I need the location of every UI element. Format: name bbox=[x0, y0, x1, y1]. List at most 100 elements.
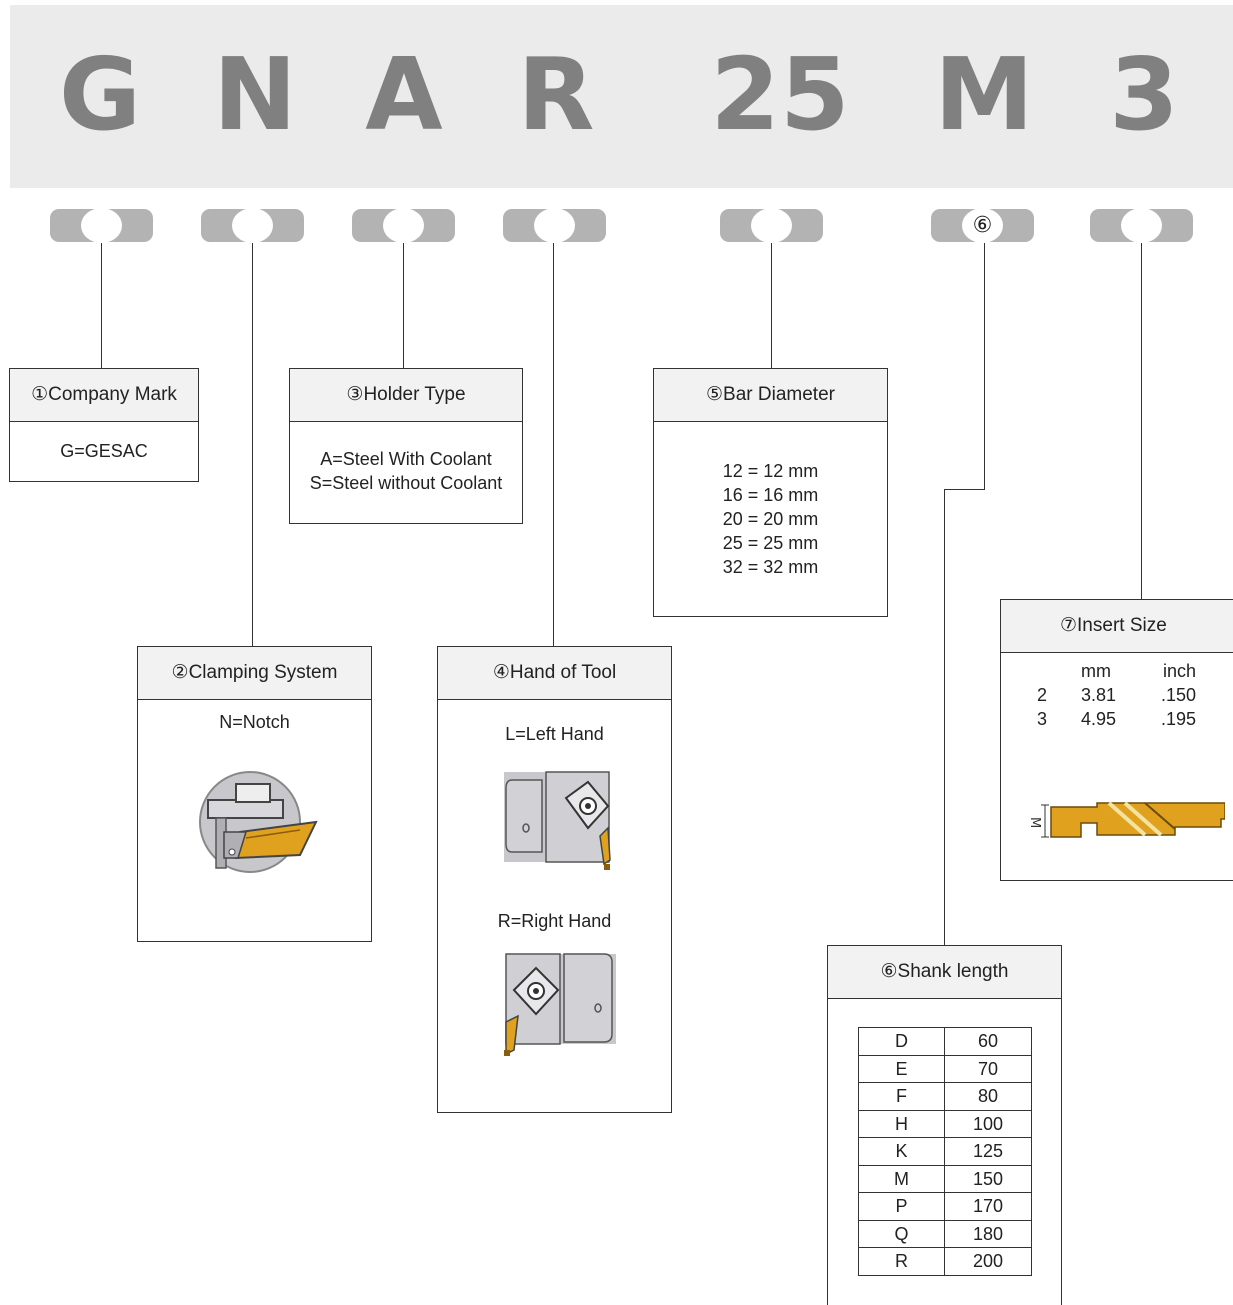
shank-code-cell: D bbox=[858, 1027, 945, 1056]
shank-length-cell: 100 bbox=[944, 1109, 1032, 1138]
clamping-system-box: ②Clamping System N=Notch bbox=[137, 646, 372, 942]
insert-size-table: mm inch 2 3.81 .150 3 4.95 .195 bbox=[1001, 659, 1233, 731]
insert-header-mm: mm bbox=[1081, 661, 1111, 681]
insert-size-title: ⑦Insert Size bbox=[1001, 600, 1233, 653]
insert-profile-illustration: M bbox=[1027, 801, 1225, 838]
connector-holder bbox=[403, 243, 404, 369]
right-hand-label: R=Right Hand bbox=[497, 911, 612, 931]
insert-size-header: mm inch bbox=[1001, 659, 1233, 683]
bar-diameter-option: 25 = 25 mm bbox=[722, 533, 819, 553]
shank-code-cell: Q bbox=[858, 1219, 945, 1248]
shank-length-cell: 70 bbox=[944, 1054, 1032, 1083]
marker-circle bbox=[383, 208, 424, 243]
shank-code-cell: K bbox=[858, 1137, 945, 1166]
left-hand-label: L=Left Hand bbox=[505, 724, 604, 744]
bar-diameter-option: 20 = 20 mm bbox=[722, 509, 819, 529]
code-letter-25: 25 bbox=[710, 36, 850, 153]
company-mark-body: G=GESAC bbox=[10, 422, 198, 463]
bar-diameter-body: 12 = 12 mm 16 = 16 mm 20 = 20 mm 25 = 25… bbox=[654, 422, 887, 579]
shank-code-cell: R bbox=[858, 1247, 945, 1276]
shank-code-cell: P bbox=[858, 1192, 945, 1221]
bar-diameter-title: ⑤Bar Diameter bbox=[654, 369, 887, 422]
company-mark-box: ①Company Mark G=GESAC bbox=[9, 368, 199, 482]
marker-circle bbox=[81, 208, 122, 243]
holder-type-body: A=Steel With Coolant S=Steel without Coo… bbox=[290, 422, 522, 495]
insert-mm: 4.95 bbox=[1081, 709, 1117, 729]
shank-code-cell: H bbox=[858, 1109, 945, 1138]
code-letter-n: N bbox=[213, 36, 297, 153]
holder-type-title: ③Holder Type bbox=[290, 369, 522, 422]
notch-clamp-illustration bbox=[199, 771, 318, 873]
insert-code: 3 bbox=[1037, 709, 1048, 729]
bar-diameter-box: ⑤Bar Diameter 12 = 12 mm 16 = 16 mm 20 =… bbox=[653, 368, 888, 617]
insert-inch: .195 bbox=[1161, 709, 1197, 729]
holder-type-option: S=Steel without Coolant bbox=[309, 473, 503, 493]
connector-shank-upper bbox=[984, 243, 985, 490]
bar-diameter-option: 32 = 32 mm bbox=[722, 557, 819, 577]
clamping-system-body: N=Notch bbox=[138, 700, 371, 940]
shank-length-cell: 180 bbox=[944, 1219, 1032, 1248]
connector-hand bbox=[553, 243, 554, 647]
shank-code-cell: E bbox=[858, 1054, 945, 1083]
clamping-system-title: ②Clamping System bbox=[138, 647, 371, 700]
connector-shank-step bbox=[944, 489, 985, 490]
hand-of-tool-title: ④Hand of Tool bbox=[438, 647, 671, 700]
bar-diameter-option: 16 = 16 mm bbox=[722, 485, 819, 505]
shank-length-cell: 60 bbox=[944, 1027, 1032, 1056]
connector-shank-lower bbox=[944, 489, 945, 946]
hand-of-tool-box: ④Hand of Tool L=Left Hand R=Right Hand bbox=[437, 646, 672, 1113]
company-mark-value: G=GESAC bbox=[60, 441, 148, 461]
shank-length-cell: 80 bbox=[944, 1082, 1032, 1111]
insert-size-row: 2 3.81 .150 bbox=[1001, 683, 1233, 707]
left-hand-tool-illustration bbox=[504, 771, 611, 870]
shank-code-cell: F bbox=[858, 1082, 945, 1111]
connector-clamping bbox=[252, 243, 253, 647]
insert-size-row: 3 4.95 .195 bbox=[1001, 707, 1233, 731]
right-hand-tool-illustration bbox=[504, 953, 616, 1056]
connector-insert bbox=[1141, 243, 1142, 600]
marker-circle bbox=[534, 208, 575, 243]
marker-circle-number: ⑥ bbox=[962, 208, 1003, 243]
shank-length-title: ⑥Shank length bbox=[828, 946, 1061, 999]
connector-bar bbox=[771, 243, 772, 369]
shank-length-cell: 170 bbox=[944, 1192, 1032, 1221]
code-letter-3: 3 bbox=[1109, 36, 1179, 153]
insert-dimension-label: M bbox=[1027, 817, 1042, 828]
code-letter-a: A bbox=[365, 36, 443, 153]
insert-header-inch: inch bbox=[1163, 661, 1197, 681]
code-letter-r: R bbox=[517, 36, 595, 153]
marker-pill-3 bbox=[352, 208, 455, 243]
marker-pill-7 bbox=[1090, 208, 1193, 243]
insert-size-box: ⑦Insert Size mm inch 2 3.81 .150 3 4.95 … bbox=[1000, 599, 1233, 881]
holder-type-box: ③Holder Type A=Steel With Coolant S=Stee… bbox=[289, 368, 523, 524]
shank-code-cell: M bbox=[858, 1164, 945, 1193]
marker-pill-2 bbox=[201, 208, 304, 243]
clamping-system-value: N=Notch bbox=[219, 712, 290, 732]
shank-length-cell: 150 bbox=[944, 1164, 1032, 1193]
insert-size-clip: ⑦Insert Size mm inch 2 3.81 .150 3 4.95 … bbox=[1000, 599, 1233, 881]
marker-circle bbox=[751, 208, 792, 243]
connector-company bbox=[101, 243, 102, 369]
marker-pill-4 bbox=[503, 208, 606, 243]
insert-mm: 3.81 bbox=[1081, 685, 1117, 705]
marker-circle bbox=[1121, 208, 1162, 243]
hand-of-tool-body: L=Left Hand R=Right Hand bbox=[438, 700, 671, 1112]
holder-type-option: A=Steel With Coolant bbox=[320, 449, 492, 469]
marker-pill-6: ⑥ bbox=[931, 208, 1034, 243]
insert-inch: .150 bbox=[1161, 685, 1197, 705]
company-mark-title: ①Company Mark bbox=[10, 369, 198, 422]
code-letter-m: M bbox=[934, 36, 1034, 153]
code-banner bbox=[10, 5, 1233, 188]
insert-size-body: mm inch 2 3.81 .150 3 4.95 .195 M bbox=[1001, 653, 1233, 881]
shank-length-cell: 125 bbox=[944, 1137, 1032, 1166]
